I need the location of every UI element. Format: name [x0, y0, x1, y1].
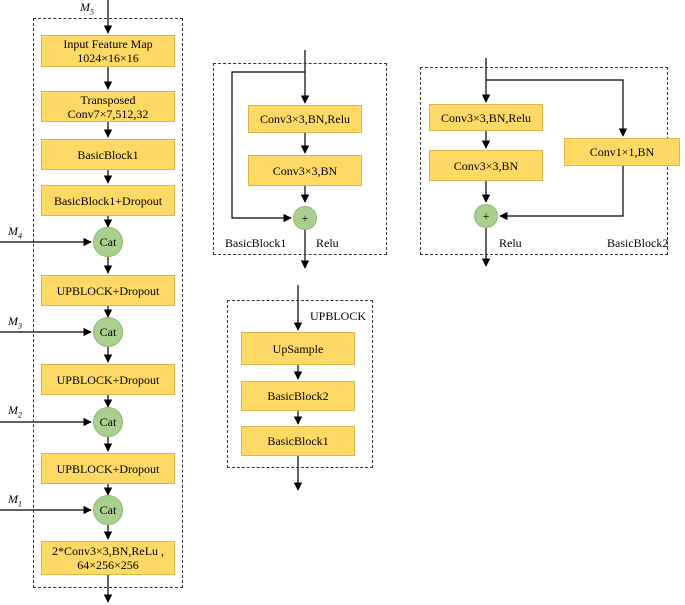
cat-node-1: Cat — [93, 227, 123, 257]
up-basicblock2-box: BasicBlock2 — [241, 381, 355, 411]
upsample-box: UpSample — [241, 332, 355, 365]
bb1-title: BasicBlock1 — [225, 236, 287, 250]
skip-label-m3: M3 — [8, 314, 22, 331]
cat-node-2: Cat — [93, 317, 123, 347]
up-basicblock1-box: BasicBlock1 — [241, 426, 355, 456]
transposed-conv-box: Transposed Conv7×7,512,32 — [41, 91, 175, 122]
skip-label-m1: M1 — [8, 492, 22, 509]
bb2-shortcut-box: Conv1×1,BN — [564, 138, 680, 166]
bb2-shortcut-in — [486, 79, 628, 137]
bb2-shortcut-out — [499, 166, 624, 221]
skip-label-m2: M2 — [8, 403, 22, 420]
bb1-skip-path — [231, 71, 305, 223]
input-label: M5 — [80, 0, 94, 17]
basicblock1-box: BasicBlock1 — [41, 139, 175, 170]
bb2-conv-relu-box: Conv3×3,BN,Relu — [429, 104, 543, 131]
skip-label-m4: M4 — [8, 224, 22, 241]
final-conv-box: 2*Conv3×3,BN,ReLu , 64×256×256 — [41, 541, 175, 575]
bb2-relu-label: Relu — [499, 236, 522, 250]
upblock-group — [227, 300, 373, 468]
upblock-dropout-box-1: UPBLOCK+Dropout — [41, 275, 175, 306]
bb1-conv-relu-box: Conv3×3,BN,Relu — [248, 105, 362, 133]
bb2-add-node: + — [474, 204, 498, 228]
basicblock1-dropout-box: BasicBlock1+Dropout — [41, 185, 175, 216]
bb1-relu-label: Relu — [316, 236, 339, 250]
upblock-dropout-box-2: UPBLOCK+Dropout — [41, 364, 175, 395]
basicblock1-group — [213, 63, 387, 255]
cat-node-3: Cat — [93, 407, 123, 437]
bb1-conv-box: Conv3×3,BN — [248, 155, 362, 186]
bb1-add-node: + — [293, 206, 317, 230]
bb2-conv-box: Conv3×3,BN — [429, 150, 543, 181]
cat-node-4: Cat — [93, 495, 123, 525]
upblock-title: UPBLOCK — [310, 309, 367, 323]
bb2-title: BasicBlock2 — [607, 236, 669, 250]
upblock-dropout-box-3: UPBLOCK+Dropout — [41, 453, 175, 484]
decoder-group — [33, 18, 183, 588]
input-feature-map-box: Input Feature Map 1024×16×16 — [41, 35, 175, 67]
